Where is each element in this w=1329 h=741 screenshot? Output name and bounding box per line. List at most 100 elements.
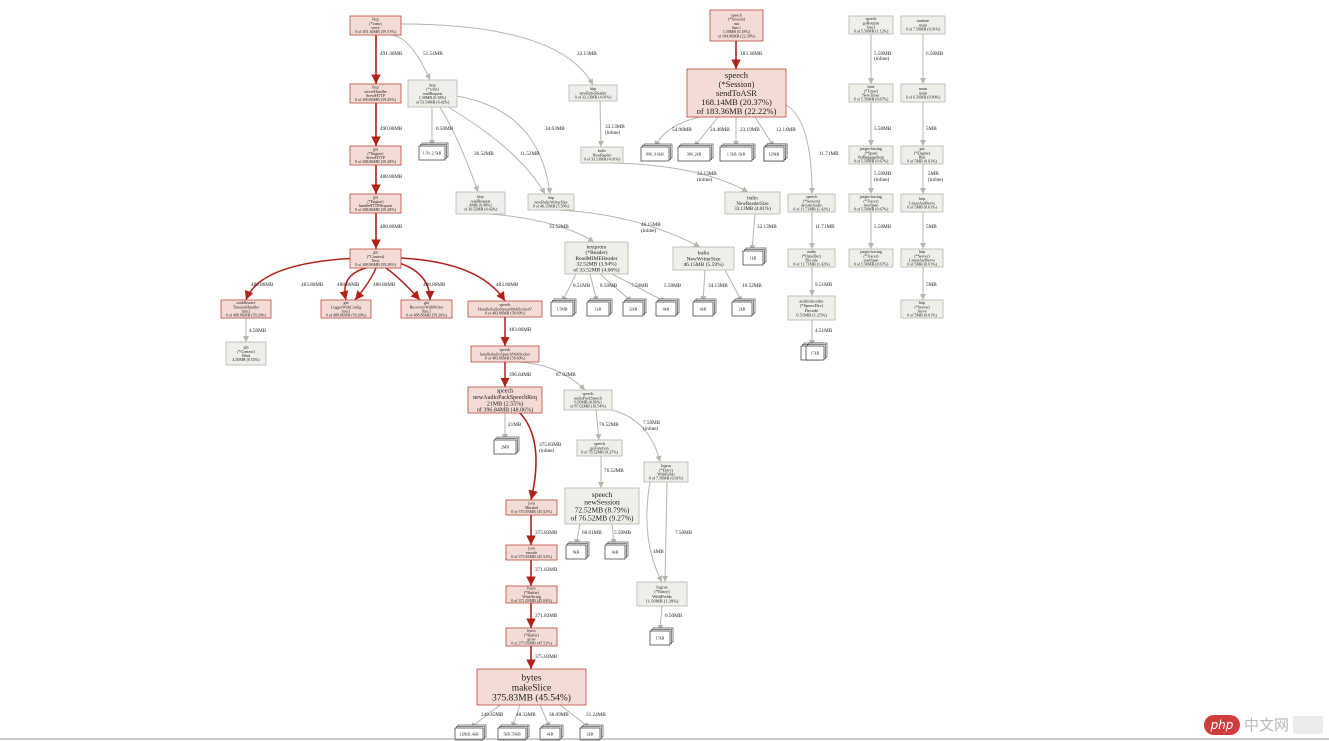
leaf-l10[interactable]: 1.5MB (550, 298, 577, 317)
node-text-bufio_newwritersize: 46.15MB (5.59%) (683, 261, 723, 268)
node-text-bytes_makeslice: bytes (521, 673, 541, 683)
node-text-bufio_newreadersize: NewReaderSize (736, 202, 769, 207)
node-text-speech_sendtoasr: sendToASR (716, 88, 757, 98)
leaf-l18[interactable]: 896..9.6kB (640, 143, 673, 162)
leaf-l12[interactable]: 32kB (622, 298, 647, 317)
leaf-l1[interactable]: 1.50..2.5kB (418, 142, 449, 161)
leaf-l22[interactable]: 17kB (805, 342, 828, 361)
node-text-r2_main: main (919, 90, 927, 95)
edge-e24 (574, 523, 581, 546)
node-text-http_conn_readreq: http (429, 83, 435, 88)
node-text-speech_newsession: 72.52MB (8.79%) (575, 506, 630, 515)
node-text-bytes_write: 0 of 371.83MB (45.04%) (511, 598, 552, 603)
node-textproto_readmime[interactable]: textproto(*Reader)ReadMIMEHeader32.52MB … (564, 241, 629, 275)
node-text-speech_sendtoasr: speech (725, 70, 749, 80)
leaf-text-l5: 17kB (656, 635, 665, 640)
leaf-l3[interactable]: 8kB (565, 541, 590, 560)
edge-label-e61: 11.71MB (815, 224, 835, 230)
leaf-l5[interactable]: 17kB (649, 627, 674, 646)
leaf-l2[interactable]: 2MB (493, 436, 520, 455)
leaf-l8[interactable]: 4kB (539, 724, 564, 741)
leaf-l23[interactable]: 128kB (763, 143, 788, 162)
leaf-l19[interactable]: 384..2kB (677, 143, 714, 162)
edge-label-e50: 8.50MB (600, 283, 618, 289)
node-text-speech_session_top: (*Session) (728, 17, 746, 22)
leaf-l15[interactable]: 2kB (731, 298, 756, 317)
node-text-r1_runtime_gc: 0 of 5.50MB (1.12%) (854, 29, 889, 34)
node-text-r1_timer: (*Timer) (864, 88, 879, 93)
edge-label-e56: 54.98MB (672, 127, 692, 133)
edge-label-e28: 6.50MB (665, 613, 683, 619)
leaf-l6[interactable]: 128kB..4kB (454, 724, 487, 741)
leaf-l13[interactable]: 4kB (655, 298, 680, 317)
node-text-gin_context_bind: gin (243, 345, 248, 350)
leaf-l14[interactable]: 4kB (692, 298, 717, 317)
leaf-l20[interactable]: 1.5kB..6kB (719, 143, 756, 162)
edge-label-e53: 34.13MB (708, 283, 728, 289)
edge-label-e66: 5.50MB (874, 126, 892, 132)
node-text-http_serverhandler: http (372, 85, 378, 90)
leaf-text-l2: 2MB (501, 444, 510, 449)
edge-label-e60: 11.71MB (819, 151, 839, 157)
node-text-speech_new_req: newAudioPackSpeechReq (473, 395, 537, 401)
edge-label-e23: (inline) (643, 425, 659, 432)
edge-label-e20: 76.52MB (599, 422, 619, 428)
edge-label-e69: 5.50MB (874, 224, 892, 230)
leaf-l16[interactable]: 1kB (742, 247, 767, 266)
leaf-l9[interactable]: 2kB (579, 724, 604, 741)
node-text-textproto_readmime: of 33.52MB (4.06%) (573, 266, 619, 273)
edge-e36 (559, 704, 591, 729)
leaf-l7[interactable]: 5kB..50kB (497, 724, 530, 741)
leaf-l11[interactable]: 1kB (586, 298, 613, 317)
leaf-l4[interactable]: 4kB (604, 541, 629, 560)
edge-e8 (339, 267, 367, 301)
edge-label-e59: 12.14MB (776, 127, 796, 133)
node-text-speech_handle_func: speech (500, 347, 511, 352)
